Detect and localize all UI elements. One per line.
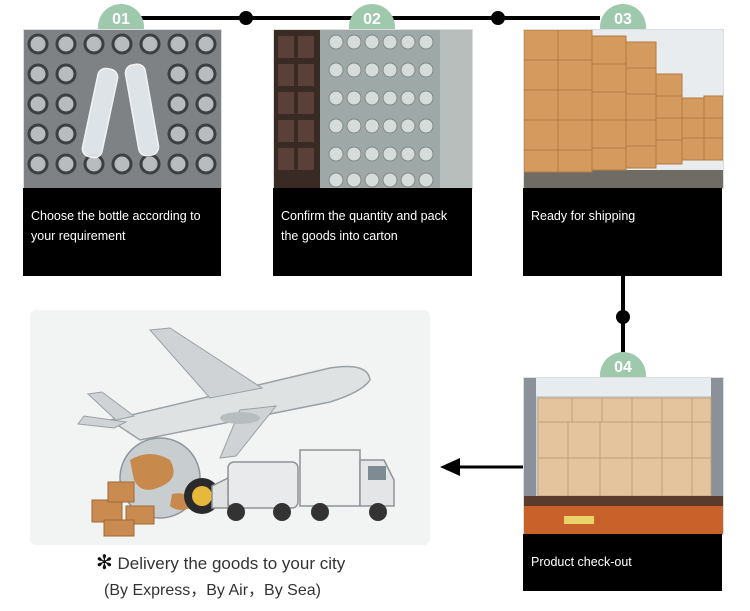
globe-icon xyxy=(119,437,201,519)
packed-bottles-image xyxy=(274,30,472,188)
warehouse-cartons-image xyxy=(524,30,723,188)
step-badge-01: 01 xyxy=(98,4,144,32)
packing-photo xyxy=(273,29,473,189)
delivery-title-text: Delivery the goods to your city xyxy=(117,554,346,573)
delivery-title: ✻ Delivery the goods to your city xyxy=(96,550,345,575)
plane-truck-globe-image xyxy=(77,327,395,537)
container-photo xyxy=(523,377,724,535)
asterisk-icon: ✻ xyxy=(96,552,113,574)
step-badge-04: 04 xyxy=(600,352,646,380)
step-caption-04: Product check-out xyxy=(523,534,722,591)
step-badge-03: 03 xyxy=(600,4,646,32)
left-arrow-icon xyxy=(440,458,526,476)
step-badge-02: 02 xyxy=(349,4,395,32)
step-caption-03: Ready for shipping xyxy=(523,188,722,276)
container-loading-image xyxy=(524,378,723,534)
warehouse-photo xyxy=(523,29,724,189)
bottles-photo xyxy=(23,29,222,189)
connector-dot-1 xyxy=(239,11,253,25)
connector-dot-2 xyxy=(491,11,505,25)
cartons-icon xyxy=(91,481,155,537)
airplane-icon xyxy=(77,327,371,459)
delivery-methods: (By Express，By Air，By Sea) xyxy=(104,582,321,599)
connector-dot-3 xyxy=(616,310,630,324)
step-caption-02: Confirm the quantity and pack the goods … xyxy=(273,188,472,276)
truck-icon xyxy=(299,449,395,521)
delivery-illustration xyxy=(30,310,430,545)
van-icon xyxy=(211,461,299,521)
step-caption-01: Choose the bottle according to your requ… xyxy=(23,188,221,276)
bottle-tray-image xyxy=(24,30,221,188)
